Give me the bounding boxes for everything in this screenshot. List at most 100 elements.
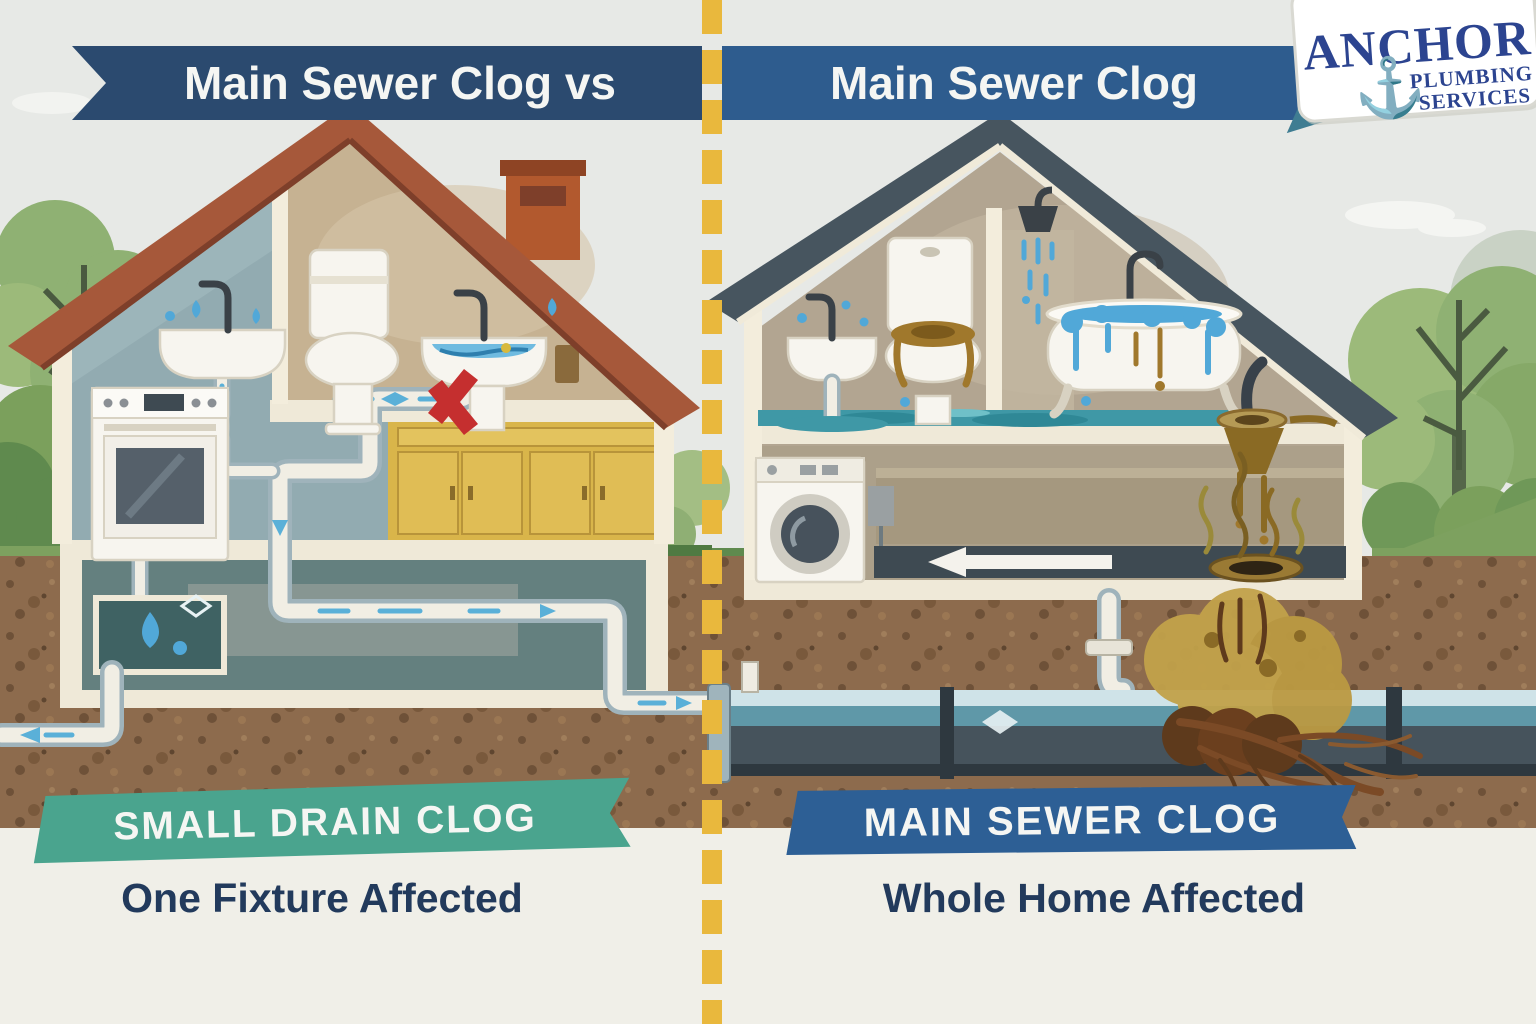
left-caption: One Fixture Affected <box>121 875 523 921</box>
sewer-pipe-highlight <box>712 690 1536 706</box>
standing-water-swirl <box>439 347 529 357</box>
sludge-through-floor <box>1224 428 1284 474</box>
debris <box>501 343 511 353</box>
washer-glass-glare <box>790 515 807 548</box>
sump-diamond-marker <box>179 594 213 618</box>
pipe-collar <box>1085 639 1133 656</box>
right-roof-left-slope <box>706 112 1000 322</box>
kitchen-cabinets <box>388 422 668 540</box>
tree-branches <box>1415 300 1509 470</box>
stove-display <box>144 394 184 411</box>
right-house-right-wall <box>1344 424 1362 582</box>
stove <box>90 386 230 562</box>
foundation-footer <box>60 690 668 708</box>
cloud-left <box>12 92 92 114</box>
utility-box <box>868 486 894 526</box>
flush-button <box>920 247 940 257</box>
left-wall-stud <box>52 316 72 544</box>
clog-x-mark-stroke <box>428 369 478 424</box>
page-bottom <box>0 828 1536 1024</box>
flow-arrow-exit <box>676 696 692 710</box>
sewage-drips <box>893 336 975 388</box>
bottom-left-banner: SMALL DRAIN CLOG <box>33 777 631 864</box>
stove-handle <box>104 424 216 431</box>
right-roof-right-slope <box>1000 112 1398 438</box>
clog-x-mark <box>428 369 478 435</box>
water-drop <box>165 311 175 321</box>
overflowing-tub <box>1045 250 1243 419</box>
toilet-left <box>304 248 400 436</box>
left-house <box>0 104 726 747</box>
sewage-dark <box>911 325 955 339</box>
flow-diamond <box>381 392 409 406</box>
kitchen-sink <box>158 280 287 380</box>
title-right: Main Sewer Clog <box>830 57 1198 109</box>
roof-shadow-line <box>40 137 669 431</box>
sink-puddle <box>776 416 888 432</box>
sewer-pipe-joint <box>940 687 954 779</box>
hanging-roots <box>1217 593 1268 665</box>
cloud-right-small <box>1418 219 1486 237</box>
grass-center-right <box>712 548 760 558</box>
flow-arrow-right <box>540 604 556 618</box>
foundation-right <box>646 560 668 708</box>
toilet-base <box>914 394 952 426</box>
water-drop <box>797 313 807 323</box>
top-right-banner: Main Sewer Clog <box>722 46 1350 120</box>
washing-machine <box>754 456 866 584</box>
right-roof-fascia <box>736 143 1367 441</box>
shower-head <box>1018 186 1058 325</box>
sewer-flow-diamond <box>982 710 1018 734</box>
upper-floor-slab <box>744 424 1360 444</box>
oven-window-glare <box>125 453 185 519</box>
roof-right-slope <box>350 104 700 428</box>
water-drop <box>859 317 869 327</box>
tub-overflow <box>1061 305 1226 391</box>
backflow-arrow-left <box>928 547 1112 577</box>
water-drop <box>1081 396 1091 406</box>
water-drop <box>252 308 260 324</box>
sump-and-exit <box>0 543 227 747</box>
sewer-water <box>712 706 1536 726</box>
title-left: Main Sewer Clog vs <box>184 57 616 109</box>
sewer-pipe-bottom-shade <box>712 764 1536 776</box>
logo: ANCHOR ⚓ PLUMBING SERVICES <box>1286 0 1536 134</box>
sludge-spread <box>1289 415 1338 428</box>
bottom-right-banner: MAIN SEWER CLOG <box>786 785 1357 855</box>
attic-vent <box>555 345 579 383</box>
tub-sewage-drips <box>1133 327 1163 379</box>
right-caption: Whole Home Affected <box>883 875 1305 921</box>
overflowing-sink <box>776 293 888 432</box>
water-drop <box>841 300 851 310</box>
water-drop <box>192 300 201 318</box>
right-banner-label: MAIN SEWER CLOG <box>863 797 1280 845</box>
right-house <box>706 112 1398 600</box>
foundation-left <box>60 560 82 708</box>
bathroom-sink-clogged <box>420 289 557 435</box>
flow-arrow-left-exit <box>20 727 40 743</box>
sump-water-drop <box>142 612 159 648</box>
right-wall-stud <box>654 402 674 544</box>
lower-floor-drain <box>1198 451 1305 583</box>
sewer-pipe-joint <box>1386 687 1402 779</box>
right-house-sill <box>744 580 1362 600</box>
roof-left-slope <box>8 104 350 368</box>
logo-sticker <box>1290 0 1536 123</box>
cleanout-stub <box>741 661 759 693</box>
right-house-interior-stud <box>986 208 1002 424</box>
flow-arrow-down <box>272 520 288 536</box>
anchor-icon: ⚓ <box>1352 52 1429 123</box>
left-banner-label: SMALL DRAIN CLOG <box>113 797 537 849</box>
washer-door-glass <box>781 505 839 563</box>
overflowing-toilet <box>884 236 982 426</box>
top-left-banner: Main Sewer Clog vs <box>72 46 702 120</box>
sump-droplet <box>173 641 187 655</box>
water-drop <box>900 397 910 407</box>
drain-pipe-run <box>268 338 726 715</box>
water-drop <box>548 298 557 316</box>
chimney <box>500 160 586 260</box>
grass-hill-right <box>1372 498 1536 560</box>
tree-right <box>1335 230 1536 578</box>
